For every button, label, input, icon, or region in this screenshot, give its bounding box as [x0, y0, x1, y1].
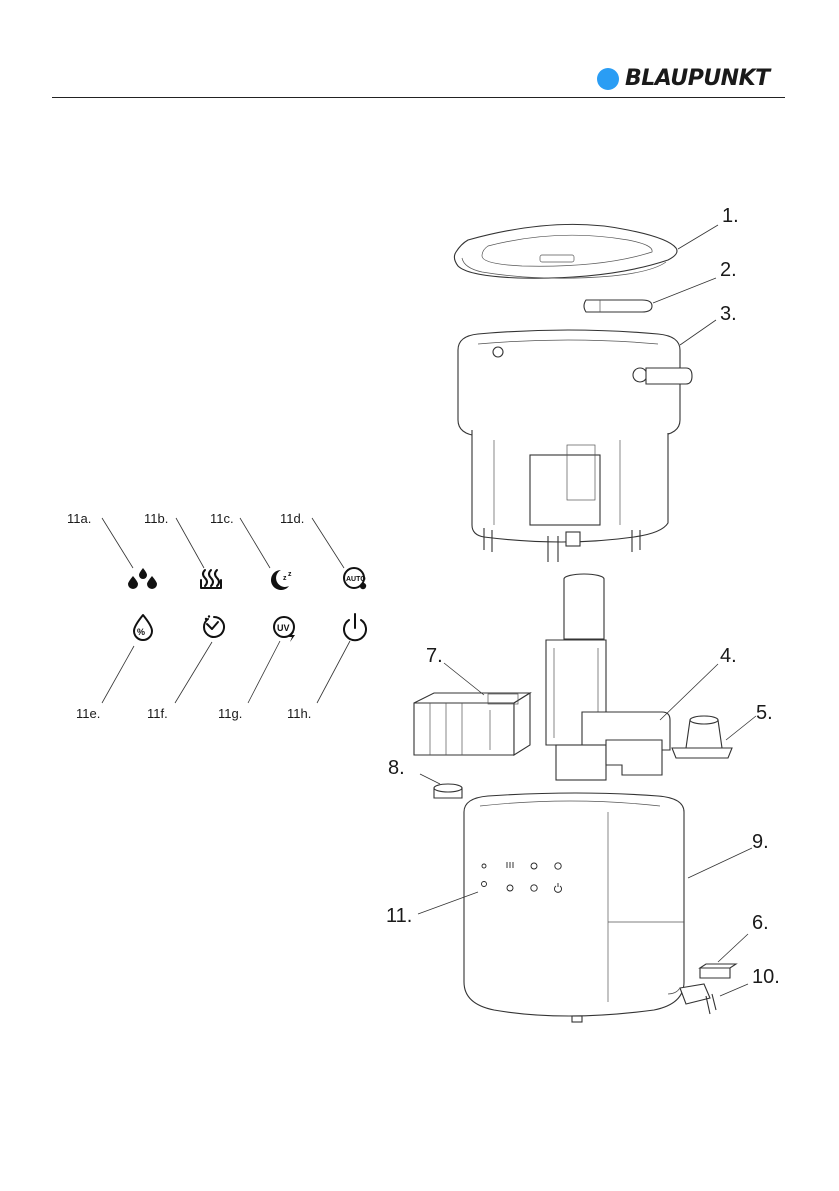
humidity-percent-icon: %: [134, 615, 152, 640]
auto-text: AUTO: [346, 576, 366, 583]
icon-label-11c: 11c.: [210, 511, 234, 526]
icon-label-11e: 11e.: [76, 706, 100, 721]
icon-label-11h: 11h.: [287, 706, 311, 721]
icon-label-11g: 11g.: [218, 706, 242, 721]
uv-light-icon: UV: [274, 617, 295, 642]
svg-text:z: z: [288, 571, 292, 578]
icon-legend: 11a. 11b. 11c. 11d. z z AUTO: [67, 511, 366, 721]
part-6-small-block: [700, 964, 736, 978]
svg-text:%: %: [137, 627, 145, 637]
part-7-filter-cartridge: [414, 693, 530, 755]
part-number-8: 8.: [388, 757, 405, 779]
water-drops-icon: [128, 568, 157, 589]
power-icon: [344, 614, 366, 640]
part-number-3: 3.: [720, 303, 737, 325]
timer-icon: [204, 615, 224, 637]
part-number-4: 4.: [720, 645, 737, 667]
svg-text:z: z: [283, 575, 287, 582]
part-number-9: 9.: [752, 831, 769, 853]
part-number-6: 6.: [752, 912, 769, 934]
icon-label-11f: 11f.: [147, 706, 168, 721]
heat-waves-icon: [201, 570, 221, 588]
part-5-nozzle: [672, 716, 732, 758]
part-8-cap: [434, 784, 462, 798]
part-3-water-tank: [458, 330, 692, 562]
icon-label-11d: 11d.: [280, 511, 304, 526]
part-4-mist-chimney: [546, 574, 670, 780]
icon-label-11b: 11b.: [144, 511, 168, 526]
auto-mode-icon: AUTO: [344, 568, 366, 589]
part-number-10: 10.: [752, 966, 780, 988]
uv-text: UV: [277, 623, 290, 633]
part-1-lid: [454, 224, 677, 278]
sleep-moon-icon: z z: [271, 570, 292, 590]
part-2-connector: [584, 300, 652, 312]
icon-label-11a: 11a.: [67, 511, 91, 526]
part-9-base-unit: [464, 793, 684, 1022]
part-number-2: 2.: [720, 259, 737, 281]
part-number-7: 7.: [426, 645, 443, 667]
part-number-1: 1.: [722, 205, 739, 227]
part-number-11: 11.: [386, 905, 412, 927]
part-number-5: 5.: [756, 702, 773, 724]
